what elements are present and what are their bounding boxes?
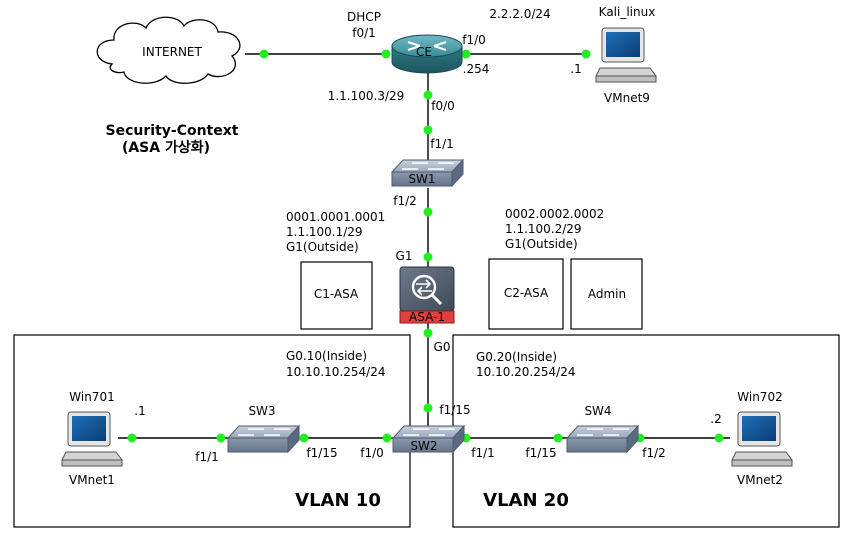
port-label-asa-g1: G1 xyxy=(396,249,413,263)
ip-label-ce-254: .254 xyxy=(463,62,490,76)
diagram-title: Security-Context xyxy=(106,123,239,139)
port-dot xyxy=(259,49,269,59)
c2-mac-label: 0002.0002.0002 xyxy=(505,207,604,221)
pc-icon xyxy=(61,411,123,467)
port-dot xyxy=(127,433,137,443)
port-label-sw1-f1-2: f1/2 xyxy=(393,194,417,208)
switch-icon xyxy=(391,424,466,454)
dhcp-label: DHCP xyxy=(347,10,381,24)
pc-icon xyxy=(731,411,793,467)
c1-inside-label: G0.10(Inside) xyxy=(286,349,367,363)
firewall-icon xyxy=(399,266,455,324)
port-dots xyxy=(127,49,724,443)
port-dot xyxy=(553,433,563,443)
switch-icon xyxy=(226,424,301,454)
context-c2[interactable]: C2-ASA xyxy=(488,258,564,330)
links xyxy=(118,53,730,439)
sw2-label: SW2 xyxy=(410,439,437,453)
vlan20-label: VLAN 20 xyxy=(483,490,569,511)
ip-label-win701: .1 xyxy=(134,404,145,418)
c1-inside-ip-label: 10.10.10.254/24 xyxy=(286,365,385,379)
sw4-label: SW4 xyxy=(584,404,611,418)
c1-mac-label: 0001.0001.0001 xyxy=(286,210,385,224)
port-dot xyxy=(381,49,391,59)
port-dot xyxy=(423,403,433,413)
port-label-sw3-f1-1: f1/1 xyxy=(195,450,219,464)
win702-pc[interactable]: Win702 VMnet2 xyxy=(731,390,793,487)
port-label-asa-g0: G0 xyxy=(434,340,451,354)
port-label-ce-f0-1: f0/1 xyxy=(352,26,376,40)
port-label-ce-f0-0: f0/0 xyxy=(431,99,455,113)
internet-label: INTERNET xyxy=(142,45,202,59)
sw1-label: SW1 xyxy=(408,172,435,186)
port-dot xyxy=(216,433,226,443)
context-admin-label: Admin xyxy=(588,287,626,301)
port-dot xyxy=(423,328,433,338)
port-dot xyxy=(714,433,724,443)
win702-net-label: VMnet2 xyxy=(737,473,783,487)
port-dot xyxy=(423,125,433,135)
ip-label-win702: .2 xyxy=(710,412,721,426)
diagram-subtitle: (ASA 가상화) xyxy=(122,140,210,156)
kali-label: Kali_linux xyxy=(599,5,656,19)
sw4-switch[interactable]: SW4 xyxy=(565,404,640,454)
network-2222-label: 2.2.2.0/24 xyxy=(489,7,550,21)
c2-inside-ip-label: 10.10.20.254/24 xyxy=(476,365,575,379)
asa-firewall[interactable]: ASA-1 xyxy=(399,266,455,324)
vlan10-label: VLAN 10 xyxy=(295,490,381,511)
c1-if-label: G1(Outside) xyxy=(286,240,359,254)
cloud-icon xyxy=(96,16,241,84)
context-admin[interactable]: Admin xyxy=(570,258,643,330)
port-label-sw4-f1-2: f1/2 xyxy=(642,446,666,460)
win701-net-label: VMnet1 xyxy=(69,473,115,487)
c1-ip-label: 1.1.100.1/29 xyxy=(286,225,363,239)
port-dot xyxy=(423,207,433,217)
win702-label: Win702 xyxy=(737,390,782,404)
c2-ip-label: 1.1.100.2/29 xyxy=(505,222,582,236)
port-dot xyxy=(423,252,433,262)
asa-label: ASA-1 xyxy=(409,310,445,324)
port-dot xyxy=(382,433,392,443)
ip-label-kali-1: .1 xyxy=(570,62,581,76)
internet-cloud[interactable]: INTERNET xyxy=(96,16,241,84)
port-label-sw3-f1-15: f1/15 xyxy=(306,446,337,460)
ce-router[interactable]: CE xyxy=(391,34,463,74)
c2-inside-label: G0.20(Inside) xyxy=(476,350,557,364)
router-label: CE xyxy=(416,45,432,59)
win701-pc[interactable]: Win701 VMnet1 xyxy=(61,390,123,487)
port-label-ce-f1-0: f1/0 xyxy=(462,33,486,47)
router-icon xyxy=(391,34,463,74)
port-dot xyxy=(581,49,591,59)
kali-net-label: VMnet9 xyxy=(604,91,650,105)
pc-icon xyxy=(595,27,657,83)
context-c1-label: C1-ASA xyxy=(314,287,359,301)
port-label-sw2-f1-15: f1/15 xyxy=(439,403,470,417)
win701-label: Win701 xyxy=(69,390,114,404)
port-label-sw4-f1-15: f1/15 xyxy=(525,446,556,460)
port-label-sw2-f1-0: f1/0 xyxy=(360,446,384,460)
sw1-switch[interactable]: SW1 xyxy=(390,158,465,188)
sw3-switch[interactable]: SW3 xyxy=(226,404,301,454)
c2-if-label: G1(Outside) xyxy=(505,237,578,251)
context-c1[interactable]: C1-ASA xyxy=(300,261,373,330)
ip-label-ce-f0-0: 1.1.100.3/29 xyxy=(328,89,405,103)
port-label-sw2-f1-1: f1/1 xyxy=(471,446,495,460)
port-dot xyxy=(423,90,433,100)
port-dot xyxy=(461,49,471,59)
sw3-label: SW3 xyxy=(248,404,275,418)
port-label-sw1-f1-1: f1/1 xyxy=(430,137,454,151)
sw2-switch[interactable]: SW2 xyxy=(391,424,466,454)
port-dot xyxy=(299,433,309,443)
kali-pc[interactable]: Kali_linux VMnet9 xyxy=(595,5,657,105)
context-c2-label: C2-ASA xyxy=(504,286,549,300)
switch-icon xyxy=(390,158,465,188)
switch-icon xyxy=(565,424,640,454)
